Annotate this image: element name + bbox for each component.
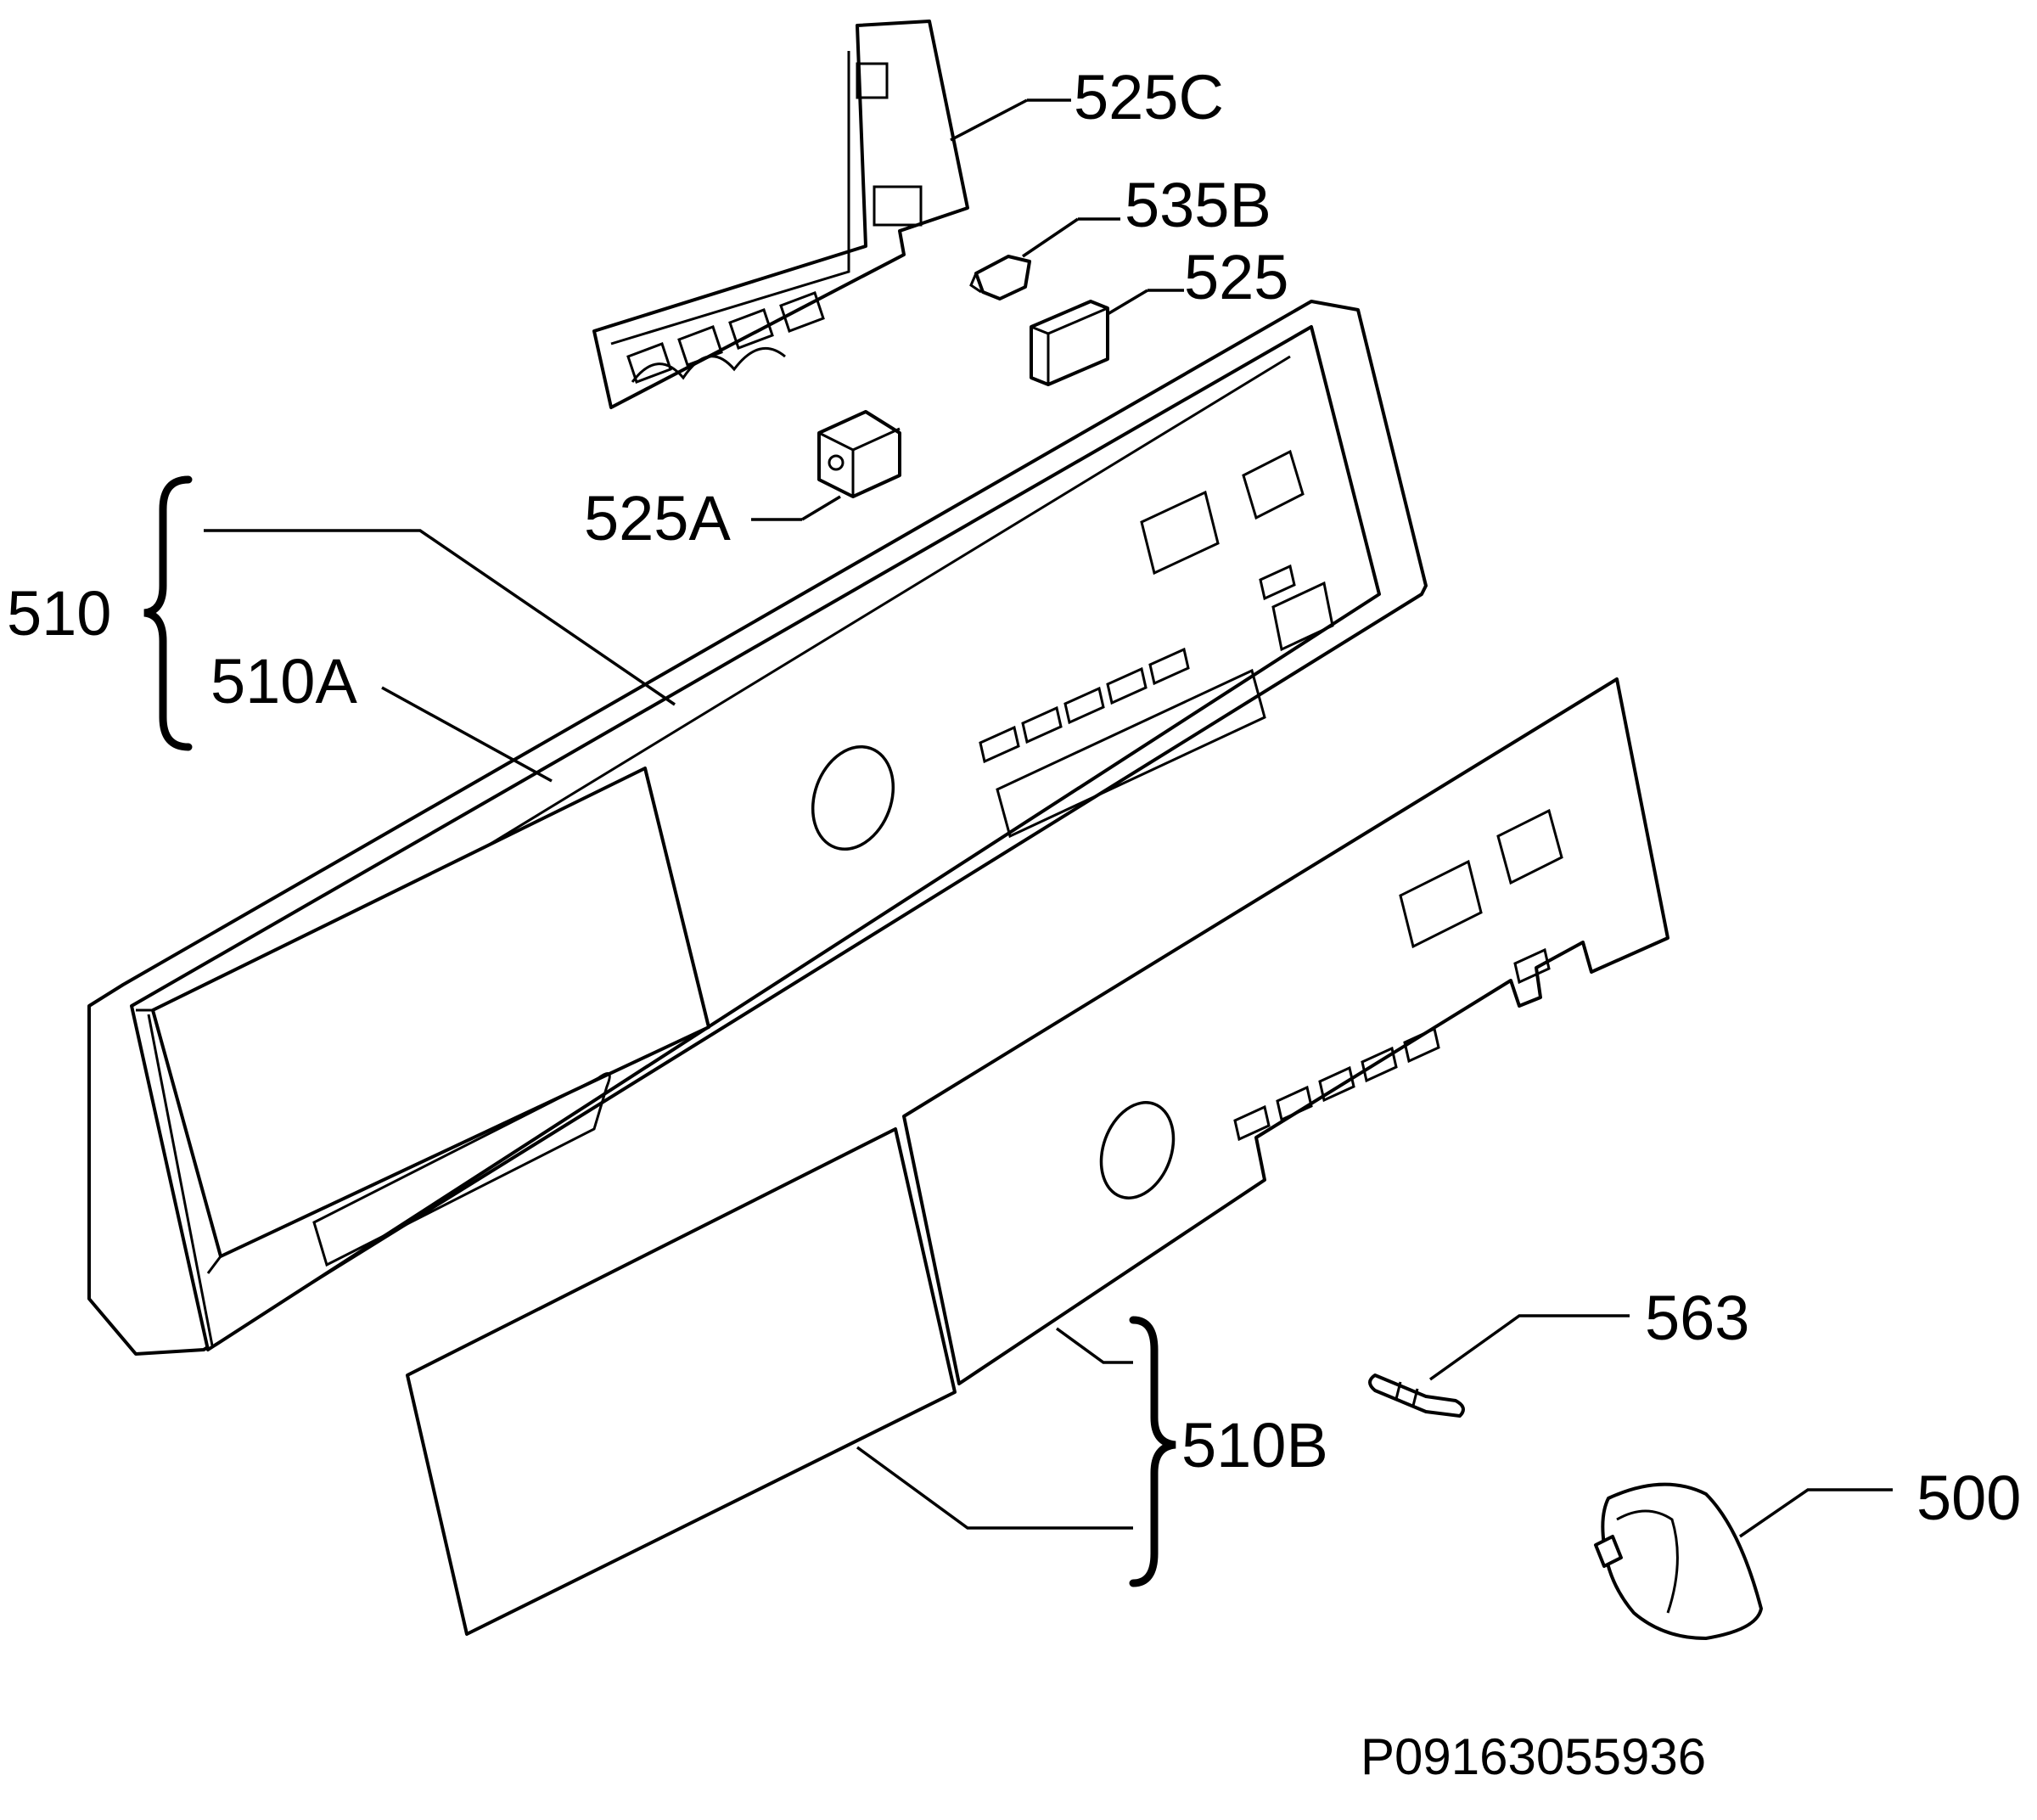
part-525C-circuit-carrier[interactable] (592, 20, 969, 409)
label-525C: 525C (1074, 62, 1224, 132)
label-535B: 535B (1125, 170, 1271, 240)
part-563-pin[interactable] (1368, 1373, 1465, 1418)
part-510A-drawer-front[interactable] (136, 767, 710, 1274)
label-510B: 510B (1181, 1410, 1328, 1480)
label-525: 525 (1184, 242, 1288, 312)
drawing-code: P09163055936 (1361, 1728, 1706, 1785)
part-535B-clip[interactable] (969, 255, 1031, 301)
label-563: 563 (1645, 1283, 1749, 1353)
label-510: 510 (7, 578, 111, 649)
brace-510B (1129, 1316, 1176, 1587)
part-525A-button[interactable] (817, 410, 901, 498)
brace-510 (143, 475, 193, 751)
label-500: 500 (1916, 1463, 2021, 1533)
part-500-knob[interactable] (1594, 1482, 1763, 1640)
panel-details (811, 449, 1334, 851)
label-525A: 525A (584, 483, 731, 553)
part-510B-overlay-foils[interactable] (406, 677, 1669, 1636)
part-525-button[interactable] (1030, 300, 1109, 386)
label-510A: 510A (210, 646, 357, 716)
